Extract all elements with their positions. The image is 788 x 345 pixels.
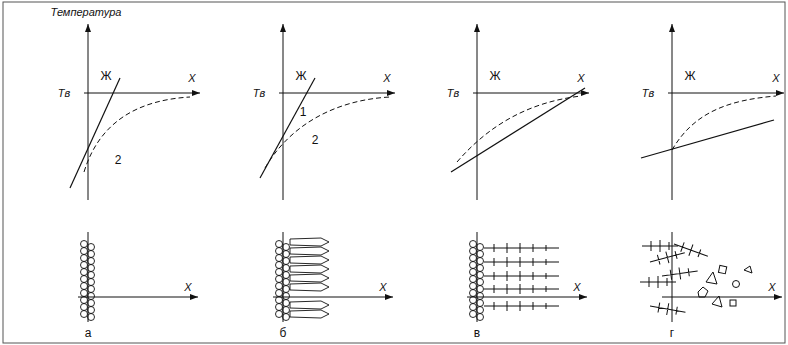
curve-number: 2 <box>312 134 319 146</box>
drawing-part <box>649 300 687 318</box>
actual-temperature-line <box>70 78 120 188</box>
axis-name: X <box>772 73 779 84</box>
curve-number: 1 <box>300 106 307 118</box>
panel-a <box>70 24 200 322</box>
x-axis <box>467 297 587 298</box>
equiaxed-grains <box>276 241 290 321</box>
panel-letter: в <box>474 327 480 339</box>
drawing-part <box>661 265 698 282</box>
x-axis <box>662 297 782 298</box>
drawing-part <box>648 247 686 268</box>
figure-frame <box>3 2 785 343</box>
axis-name: X <box>768 282 775 293</box>
axis-name: X <box>379 282 386 293</box>
curve-number: 2 <box>115 154 122 166</box>
columnar-dendrites <box>484 243 559 311</box>
axis-name: X <box>573 282 580 293</box>
drawing-part <box>712 296 722 307</box>
temperature-mark: Tв <box>253 88 265 99</box>
phase-mark: Ж <box>684 70 695 82</box>
axis-name: X <box>577 73 584 84</box>
drawing-part <box>672 238 710 262</box>
temperature-axis <box>672 24 673 200</box>
panel-d <box>640 24 784 322</box>
drawing-part <box>290 265 329 273</box>
actual-temperature-line <box>451 88 585 172</box>
temperature-axis <box>283 24 284 200</box>
temperature-axis <box>88 24 89 200</box>
drawing-part <box>698 287 708 297</box>
equiaxed-crystals <box>698 265 752 307</box>
axis-title: Температура <box>51 7 122 18</box>
drawing-part <box>290 247 329 255</box>
equiaxed-grains <box>81 241 95 321</box>
drawing-part <box>290 310 329 318</box>
liquidus-curve <box>457 96 581 162</box>
panel-b <box>260 24 395 322</box>
drawing-part <box>290 256 329 264</box>
columnar-grains <box>290 238 329 318</box>
axis-name: X <box>188 73 195 84</box>
equiaxed-grains <box>470 241 484 321</box>
x-axis <box>668 93 784 94</box>
x-axis <box>84 93 200 94</box>
drawing-part <box>718 265 726 273</box>
temperature-mark: Tв <box>58 88 70 99</box>
drawing-part <box>706 272 717 284</box>
drawing-part <box>744 266 752 273</box>
drawing-part <box>640 276 676 288</box>
drawing-part <box>484 301 559 311</box>
drawing-part <box>484 284 559 294</box>
temperature-mark: Tв <box>447 88 459 99</box>
x-axis <box>78 297 198 298</box>
axis-name: X <box>184 282 191 293</box>
drawing-part <box>484 271 559 281</box>
dendrite-cluster <box>640 238 710 318</box>
liquidus-curve <box>672 96 776 150</box>
x-axis <box>473 93 589 94</box>
panel-letter: а <box>85 327 92 339</box>
panel-c <box>451 24 589 322</box>
drawing-part <box>290 283 329 291</box>
temperature-axis <box>477 24 478 200</box>
drawing-part <box>642 240 678 252</box>
drawing-part <box>290 301 329 309</box>
drawing-part <box>733 281 740 288</box>
actual-temperature-line <box>260 78 315 178</box>
temperature-mark: Tв <box>642 88 654 99</box>
x-axis <box>273 297 393 298</box>
drawing-part <box>290 238 329 246</box>
axis-name: X <box>383 73 390 84</box>
liquidus-curve <box>84 97 190 172</box>
actual-temperature-line <box>641 120 774 158</box>
phase-mark: Ж <box>295 70 306 82</box>
phase-mark: Ж <box>100 70 111 82</box>
drawing-part <box>484 243 559 253</box>
liquidus-curve <box>265 97 390 168</box>
phase-mark: Ж <box>489 70 500 82</box>
drawing-part <box>730 300 736 306</box>
drawing-part <box>484 257 559 267</box>
panel-letter: б <box>280 327 287 339</box>
x-axis <box>279 93 395 94</box>
drawing-part <box>290 274 329 282</box>
panel-letter: г <box>670 327 674 339</box>
